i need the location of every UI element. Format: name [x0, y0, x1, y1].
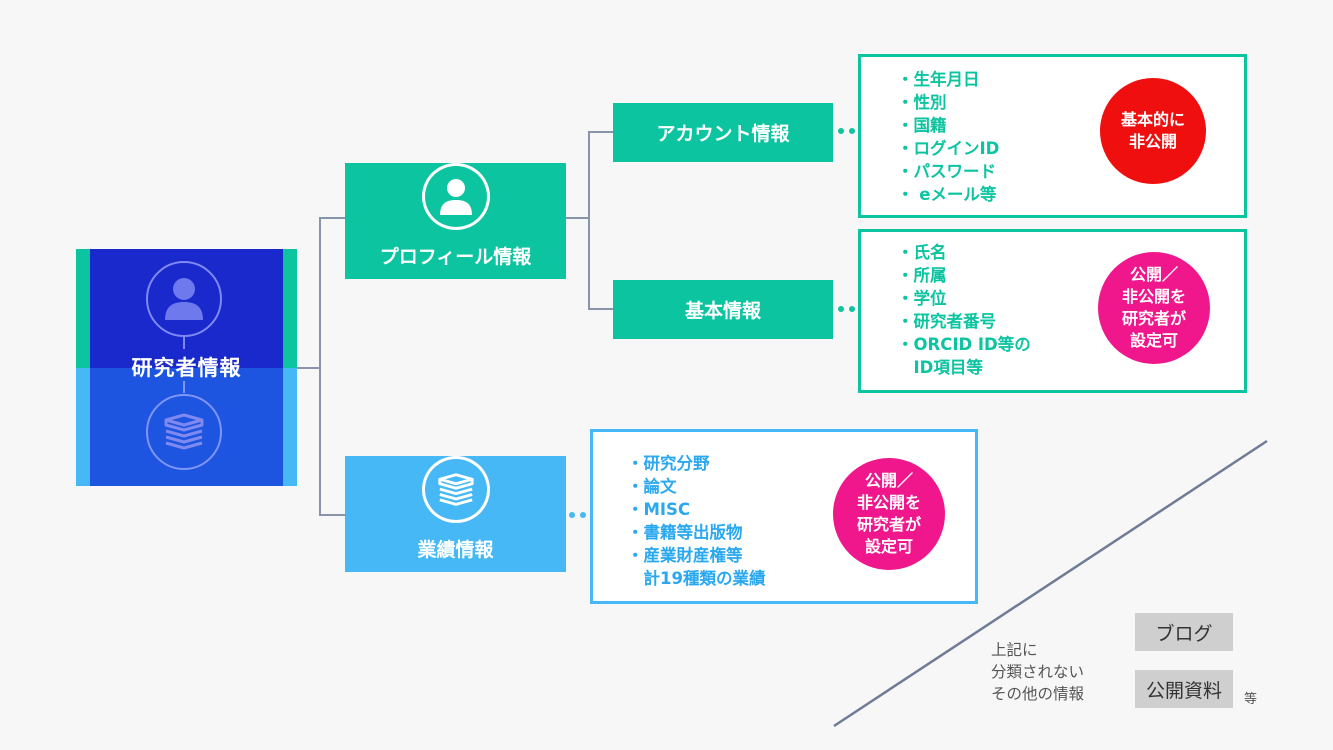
basic-label: 基本情報: [684, 300, 761, 322]
person-icon: [421, 163, 490, 230]
achievements-item-list: ・研究分野 ・論文 ・MISC ・書籍等出版物 ・産業財産権等 計19種類の業績: [627, 452, 765, 590]
list-item: ・書籍等出版物: [627, 523, 743, 542]
list-item: ・性別: [897, 93, 947, 112]
list-item: ・論文: [627, 477, 677, 496]
connector-root-achievements: [319, 368, 345, 516]
dots-achievements: [569, 512, 586, 518]
list-item: ・パスワード: [897, 162, 996, 181]
list-item: ・研究分野: [627, 454, 710, 473]
list-item: ・ログインID: [897, 139, 1000, 158]
basic-detail-panel: ・氏名 ・所属 ・学位 ・研究者番号 ・ORCID ID等の ID項目等 公開／…: [858, 229, 1247, 393]
list-item: ・国籍: [897, 116, 947, 135]
account-label: アカウント情報: [656, 123, 790, 145]
other-info-note: 上記に 分類されない その他の情報: [991, 641, 1085, 703]
researcher-info-block: 研究者情報: [76, 249, 297, 486]
visibility-badge: 公開／ 非公開を 研究者が 設定可: [1098, 252, 1210, 364]
profile-info-box: プロフィール情報: [345, 163, 566, 279]
achievements-info-box: 業績情報: [345, 456, 566, 572]
account-item-list: ・生年月日 ・性別 ・国籍 ・ログインID ・パスワード ・ eメール等: [897, 68, 999, 206]
private-badge: 基本的に 非公開: [1100, 78, 1206, 184]
list-item: ・所属: [897, 266, 947, 285]
connector-profile-account: [566, 131, 613, 219]
profile-label: プロフィール情報: [379, 246, 532, 268]
account-detail-panel: ・生年月日 ・性別 ・国籍 ・ログインID ・パスワード ・ eメール等 基本的…: [858, 54, 1247, 218]
list-item: ・産業財産権等: [627, 546, 743, 565]
diagonal-divider: [833, 439, 1268, 728]
visibility-badge: 公開／ 非公開を 研究者が 設定可: [833, 458, 945, 570]
list-item: ・氏名: [897, 243, 947, 262]
achievements-detail-panel: ・研究分野 ・論文 ・MISC ・書籍等出版物 ・産業財産権等 計19種類の業績…: [590, 429, 978, 604]
list-item: ・ORCID ID等の: [897, 335, 1031, 354]
public-materials-tag: 公開資料: [1135, 670, 1233, 708]
achievements-label: 業績情報: [417, 539, 494, 561]
books-icon: [421, 456, 490, 523]
connector-profile-basic: [588, 218, 613, 310]
account-info-box: アカウント情報: [613, 103, 833, 162]
list-item: ID項目等: [897, 358, 983, 377]
list-item: ・ eメール等: [897, 185, 997, 204]
etc-suffix: 等: [1244, 692, 1258, 707]
list-item: ・生年月日: [897, 70, 980, 89]
list-item: ・MISC: [627, 500, 691, 519]
blog-tag: ブログ: [1135, 613, 1233, 651]
list-item: 計19種類の業績: [627, 569, 766, 588]
basic-info-box: 基本情報: [613, 280, 833, 339]
basic-item-list: ・氏名 ・所属 ・学位 ・研究者番号 ・ORCID ID等の ID項目等: [897, 241, 1031, 379]
dots-account: [838, 128, 855, 134]
connector-root-profile: [297, 217, 345, 369]
dots-basic: [838, 306, 855, 312]
books-icon: [146, 394, 222, 470]
person-icon: [146, 261, 222, 337]
list-item: ・学位: [897, 289, 947, 308]
root-label: 研究者情報: [131, 356, 242, 380]
list-item: ・研究者番号: [897, 312, 996, 331]
